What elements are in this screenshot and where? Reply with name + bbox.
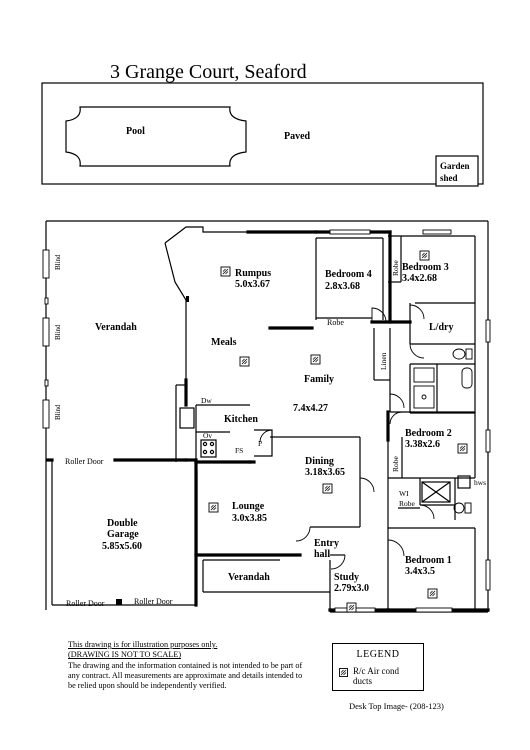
bedroom2-dim: 3.38x2.6 [405,439,440,450]
blind-label-3: Blind [54,404,62,420]
legend-item-line1: R/c Air cond [353,666,399,676]
dining-dim: 3.18x3.65 [305,467,345,478]
robe-label-b3: Robe [391,259,400,276]
garage-dim: 5.85x5.60 [102,541,142,552]
legend: LEGEND R/c Air cond ducts [332,643,424,691]
legend-item: R/c Air cond ducts [353,666,399,686]
bedroom1-label: Bedroom 1 [405,555,452,566]
bedroom4-label: Bedroom 4 [325,269,372,280]
bedroom4-dim: 2.8x3.68 [325,281,360,292]
ac-duct-icon [239,356,250,367]
toilet-2 [453,502,465,514]
room-labels: Verandah Blind Blind Blind Rumpus 5.0x3.… [54,254,486,608]
bedroom3-dim: 3.4x2.68 [402,273,437,284]
ac-duct-icon [346,602,357,613]
fridge-space-label: FS [235,446,243,455]
linen-label: Linen [379,352,388,370]
wall-stubs [116,296,189,605]
disclaimer: This drawing is for illustration purpose… [68,640,308,691]
ac-duct-icon [419,250,430,261]
meals-label: Meals [211,337,237,348]
dishwasher-label: Dw [201,396,212,405]
outdoor-area [41,82,484,187]
front-verandah-label: Verandah [228,572,270,583]
shower [413,385,435,409]
verandah-label: Verandah [95,322,137,333]
robe-label-b2: Robe [391,455,400,472]
bath [461,367,473,389]
pantry-label: P [258,439,262,448]
kitchen-label: Kitchen [224,414,258,425]
robe-label-b4: Robe [327,318,344,327]
pool-outline [65,106,247,167]
ac-duct-icon [339,668,348,677]
ac-duct-icon [220,266,231,277]
garage-label: Double [107,518,138,529]
blind-label-1: Blind [54,254,62,270]
rumpus-label: Rumpus [235,268,271,279]
plan-title: 3 Grange Court, Seaford [110,61,307,83]
footnote: Desk Top Image- (208-123) [349,701,444,711]
family-label: Family [304,374,334,385]
rumpus-dim: 5.0x3.67 [235,279,270,290]
bedroom3-label: Bedroom 3 [402,262,449,273]
hws-label: hws [474,478,486,487]
pool-label: Pool [126,126,145,137]
house-walls-thin [45,220,489,613]
ac-duct-icon [322,483,333,494]
wi-robe-label: WI [399,489,409,498]
family-dim: 7.4x4.27 [293,403,328,414]
study-dim: 2.79x3.0 [334,583,369,594]
ac-duct-icon [208,502,219,513]
lounge-dim: 3.0x3.85 [232,513,267,524]
bath-fixtures [413,348,473,514]
toilet-1 [452,348,466,360]
roller-door-label-2: Roller Door [66,599,105,608]
wi-robe-label-2: Robe [399,499,416,508]
legend-item-line2: ducts [353,676,372,686]
roller-door-label-1: Roller Door [65,457,104,466]
door-swings [259,304,435,570]
disclaimer-line2: (DRAWING IS NOT TO SCALE) [68,650,182,660]
bedroom1-dim: 3.4x3.5 [405,566,435,577]
ac-duct-icon [310,354,321,365]
ac-duct-icon [427,588,438,599]
disclaimer-line1: This drawing is for illustration purpose… [68,640,218,649]
legend-title: LEGEND [356,649,400,660]
lounge-label: Lounge [232,501,265,512]
study-label: Study [334,572,359,583]
dining-label: Dining [305,456,334,467]
ac-duct-icon [457,443,468,454]
disclaimer-body: The drawing and the information containe… [68,660,303,691]
garage-label-2: Garage [107,529,139,540]
roller-door-label-3: Roller Door [134,597,173,606]
laundry-label: L/dry [429,322,453,333]
entry-label: Entry [314,538,339,549]
bedroom2-label: Bedroom 2 [405,428,452,439]
oven-label: Ov [203,431,212,440]
blind-label-2: Blind [54,324,62,340]
paved-label: Paved [284,131,311,142]
garden-shed-label-2: shed [440,173,458,183]
garden-shed-label: Garden [440,161,470,171]
entry-label-2: hall [314,549,330,560]
